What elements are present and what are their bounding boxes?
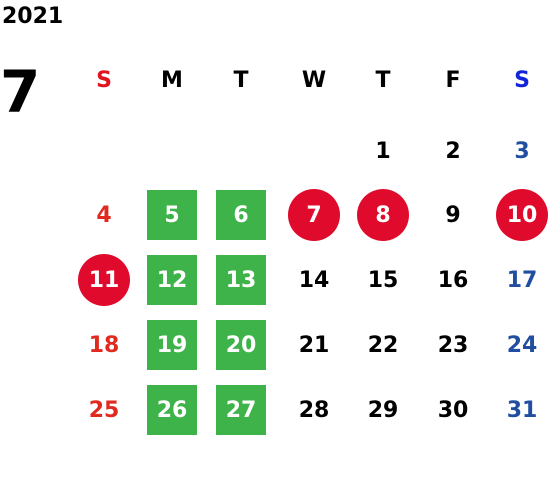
calendar-day[interactable]: 17 xyxy=(506,267,538,293)
weekday-header: W xyxy=(301,67,327,93)
weekday-header: S xyxy=(96,67,112,93)
calendar-day[interactable]: 31 xyxy=(506,397,538,423)
calendar-day[interactable]: 3 xyxy=(514,138,530,164)
calendar-day[interactable]: 28 xyxy=(298,397,330,423)
calendar-day[interactable]: 23 xyxy=(437,332,469,358)
calendar-day[interactable]: 15 xyxy=(367,267,399,293)
calendar-day[interactable]: 14 xyxy=(298,267,330,293)
weekday-header: S xyxy=(514,67,530,93)
calendar-month: 7 xyxy=(0,58,40,126)
calendar-day[interactable]: 26 xyxy=(147,385,197,435)
calendar-day[interactable]: 21 xyxy=(298,332,330,358)
calendar-day[interactable]: 10 xyxy=(496,189,548,241)
calendar-day[interactable]: 19 xyxy=(147,320,197,370)
calendar-day[interactable]: 8 xyxy=(357,189,409,241)
calendar-day[interactable]: 7 xyxy=(288,189,340,241)
calendar-day[interactable]: 27 xyxy=(216,385,266,435)
calendar-day[interactable]: 18 xyxy=(88,332,120,358)
calendar-day[interactable]: 13 xyxy=(216,255,266,305)
weekday-header: M xyxy=(161,67,183,93)
calendar-day[interactable]: 9 xyxy=(445,202,461,228)
calendar-day[interactable]: 16 xyxy=(437,267,469,293)
calendar-day[interactable]: 4 xyxy=(96,202,112,228)
calendar-day[interactable]: 24 xyxy=(506,332,538,358)
weekday-header: T xyxy=(233,67,249,93)
calendar-day[interactable]: 12 xyxy=(147,255,197,305)
calendar-day[interactable]: 1 xyxy=(375,138,391,164)
calendar-day[interactable]: 20 xyxy=(216,320,266,370)
calendar-day[interactable]: 6 xyxy=(216,190,266,240)
calendar-day[interactable]: 11 xyxy=(78,254,130,306)
calendar-day[interactable]: 25 xyxy=(88,397,120,423)
weekday-header: T xyxy=(375,67,391,93)
calendar-day[interactable]: 2 xyxy=(445,138,461,164)
calendar-year: 2021 xyxy=(2,4,64,29)
calendar-day[interactable]: 29 xyxy=(367,397,399,423)
calendar-day[interactable]: 5 xyxy=(147,190,197,240)
calendar-day[interactable]: 22 xyxy=(367,332,399,358)
calendar-day[interactable]: 30 xyxy=(437,397,469,423)
weekday-header: F xyxy=(445,67,461,93)
